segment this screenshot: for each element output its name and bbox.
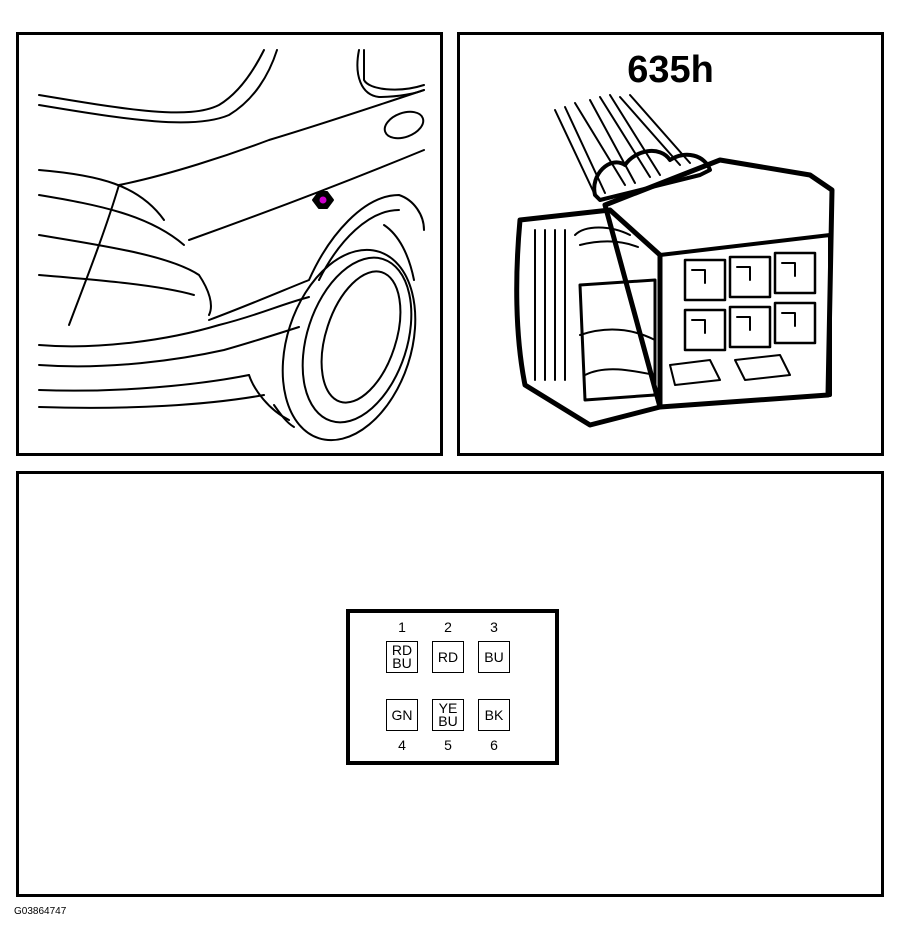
- pinout-panel: 1 2 3 RD BU RD BU GN YE BU BK 4 5 6: [16, 471, 884, 897]
- vehicle-location-panel: [16, 32, 443, 456]
- vehicle-rear-quarter-drawing: [38, 49, 425, 442]
- pin-3-wire-color: BU: [478, 641, 510, 673]
- pin-number-2: 2: [444, 619, 452, 635]
- pin-6-wire-color: BK: [478, 699, 510, 731]
- pin-1-wire-color: RD BU: [386, 641, 418, 673]
- pin-number-3: 3: [490, 619, 498, 635]
- connector-panel: 635h: [457, 32, 884, 456]
- pin-number-6: 6: [490, 737, 498, 753]
- location-marker-dot: [319, 196, 327, 204]
- figure-code: G03864747: [14, 906, 67, 917]
- pin-number-5: 5: [444, 737, 452, 753]
- pin-number-1: 1: [398, 619, 406, 635]
- pin-4-wire-color: GN: [386, 699, 418, 731]
- pin-number-4: 4: [398, 737, 406, 753]
- pin-2-wire-color: RD: [432, 641, 464, 673]
- connector-title: 635h: [627, 49, 714, 91]
- connector-face-view: 1 2 3 RD BU RD BU GN YE BU BK 4 5 6: [346, 609, 559, 765]
- connector-drawing: [514, 94, 835, 428]
- pin-5-wire-color: YE BU: [432, 699, 464, 731]
